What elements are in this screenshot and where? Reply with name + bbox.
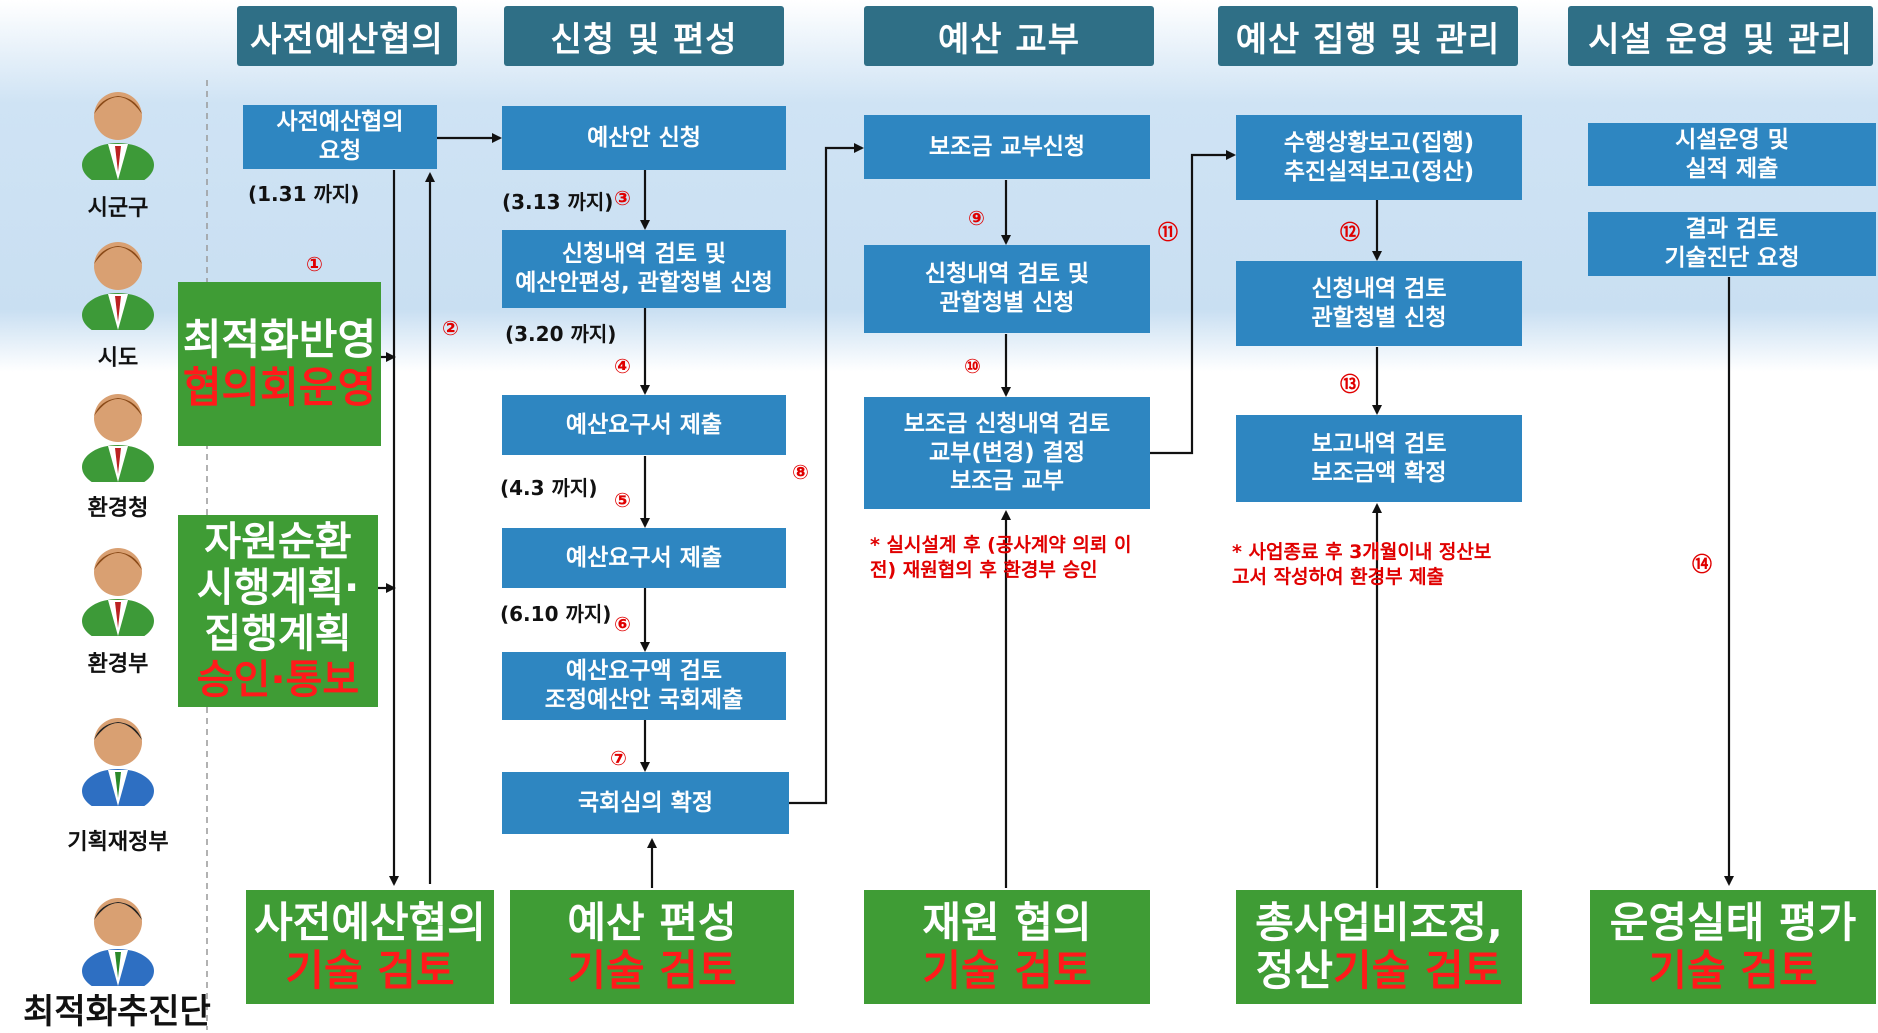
report-review-box: 보고내역 검토 보조금액 확정 xyxy=(1236,415,1522,502)
step-number: ⑩ xyxy=(964,354,981,378)
apply-box: 예산안 신청 xyxy=(502,106,786,170)
bottom-adjust-box: 총사업비조정, 정산기술 검토 xyxy=(1236,890,1522,1004)
step-number: ③ xyxy=(614,186,631,210)
bottom-adjust-line2b: 기술 검토 xyxy=(1333,946,1503,995)
header-apply: 신청 및 편성 xyxy=(504,6,784,66)
header-pre-budget: 사전예산협의 xyxy=(237,6,457,66)
person-icon xyxy=(82,548,154,636)
step-number: ⑪ xyxy=(1158,220,1178,244)
person-icon xyxy=(82,898,154,986)
person-icon xyxy=(82,242,154,330)
optimization-line2: 협의회운영 xyxy=(182,363,377,412)
step-number: ⑦ xyxy=(610,746,627,770)
bottom-operation-box: 운영실태 평가 기술 검토 xyxy=(1590,890,1876,1004)
person-icon xyxy=(82,92,154,180)
bottom-adjust-line2a: 정산 xyxy=(1255,946,1334,995)
note-settlement: * 사업종료 후 3개월이내 정산보 고서 작성하여 환경부 제출 xyxy=(1232,541,1492,588)
header-grant: 예산 교부 xyxy=(864,6,1154,66)
bottom-operation-line1: 운영실태 평가 xyxy=(1609,897,1857,947)
role-hwangyeongcheong: 환경청 xyxy=(87,496,149,521)
subsidy-apply-box: 보조금 교부신청 xyxy=(864,115,1150,179)
optimization-box: 최적화반영 협의회운영 xyxy=(178,282,381,446)
role-choejeok: 최적화추진단 xyxy=(23,992,211,1032)
step-number: ⑫ xyxy=(1340,220,1360,244)
resource-line2: 시행계획· xyxy=(196,565,360,611)
deadline-label: (1.31 까지) xyxy=(248,182,360,206)
facility-submit-box: 시설운영 및 실적 제출 xyxy=(1588,123,1876,186)
deadline-label: (3.20 까지) xyxy=(505,322,617,346)
deadline-label: (4.3 까지) xyxy=(500,476,598,500)
pre-budget-request-box: 사전예산협의 요청 xyxy=(243,105,437,169)
submit-box-2: 예산요구서 제출 xyxy=(502,528,786,588)
resource-line4: 승인·통보 xyxy=(196,657,360,703)
role-gihoek: 기획재정부 xyxy=(67,830,169,855)
exec-review-box: 신청내역 검토 관할청별 신청 xyxy=(1236,261,1522,346)
national-box: 국회심의 확정 xyxy=(502,772,789,834)
step-number: ① xyxy=(306,252,323,276)
subsidy-review-box: 신청내역 검토 및 관할청별 신청 xyxy=(864,245,1150,333)
bottom-pre-budget-line1: 사전예산협의 xyxy=(254,897,486,947)
header-facility: 시설 운영 및 관리 xyxy=(1568,6,1873,66)
bottom-funding-box: 재원 협의 기술 검토 xyxy=(864,890,1150,1004)
review-box: 신청내역 검토 및 예산안편성, 관할청별 신청 xyxy=(502,230,786,308)
bottom-budget-box: 예산 편성 기술 검토 xyxy=(510,890,794,1004)
step-number: ⑧ xyxy=(792,460,809,484)
person-icon xyxy=(82,718,154,806)
subsidy-grant-box: 보조금 신청내역 검토 교부(변경) 결정 보조금 교부 xyxy=(864,397,1150,509)
review-amount-box: 예산요구액 검토 조정예산안 국회제출 xyxy=(502,652,786,720)
resource-line1: 자원순환 xyxy=(204,519,352,565)
role-sigungu: 시군구 xyxy=(87,196,149,221)
bottom-pre-budget-line2: 기술 검토 xyxy=(285,946,455,995)
person-icon xyxy=(82,394,154,482)
step-number: ② xyxy=(442,316,459,340)
role-hwangyeongbu: 환경부 xyxy=(87,652,149,677)
note-funding: * 실시설계 후 (공사계약 의뢰 이 전) 재원협의 후 환경부 승인 xyxy=(870,534,1132,581)
step-number: ④ xyxy=(614,354,631,378)
resource-plan-box: 자원순환 시행계획· 집행계획 승인·통보 xyxy=(178,515,378,707)
bottom-funding-line2: 기술 검토 xyxy=(922,946,1092,995)
bottom-funding-line1: 재원 협의 xyxy=(922,897,1092,947)
optimization-line1: 최적화반영 xyxy=(182,314,377,364)
step-number: ⑨ xyxy=(968,206,985,230)
deadline-label: (6.10 까지) xyxy=(500,602,612,626)
submit-box-1: 예산요구서 제출 xyxy=(502,395,786,455)
bottom-operation-line2: 기술 검토 xyxy=(1648,946,1818,995)
bottom-pre-budget-box: 사전예산협의 기술 검토 xyxy=(246,890,494,1004)
bottom-adjust-line1: 총사업비조정, xyxy=(1255,897,1503,947)
resource-line3: 집행계획 xyxy=(204,611,352,657)
step-number: ⑬ xyxy=(1340,372,1360,396)
deadline-label: (3.13 까지) xyxy=(502,190,614,214)
step-number: ⑤ xyxy=(614,488,631,512)
result-review-box: 결과 검토 기술진단 요청 xyxy=(1588,212,1876,276)
header-execution: 예산 집행 및 관리 xyxy=(1218,6,1518,66)
step-number: ⑥ xyxy=(614,612,631,636)
step-number: ⑭ xyxy=(1692,552,1712,576)
exec-report-box: 수행상황보고(집행) 추진실적보고(정산) xyxy=(1236,115,1522,200)
bottom-budget-line1: 예산 편성 xyxy=(567,897,737,947)
bottom-budget-line2: 기술 검토 xyxy=(567,946,737,995)
role-sido: 시도 xyxy=(97,346,139,371)
